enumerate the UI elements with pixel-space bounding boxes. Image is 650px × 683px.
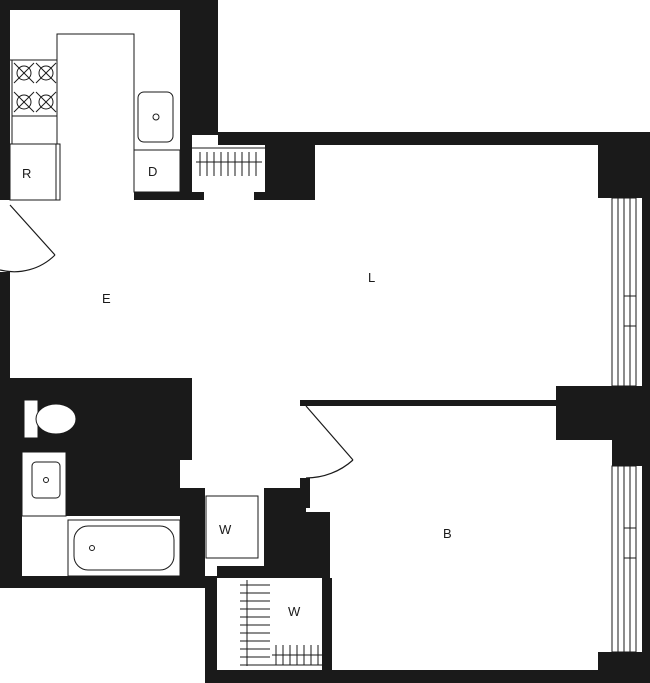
wall-closet-top xyxy=(217,566,322,578)
wall-left-top xyxy=(0,0,10,200)
kitchen-counter xyxy=(56,33,135,192)
sink xyxy=(137,91,174,143)
wall-left-mid xyxy=(0,272,10,382)
dishwasher-label: D xyxy=(148,164,157,179)
coat-closet-rod xyxy=(192,147,265,176)
wall-left-lower xyxy=(0,382,10,588)
wall-kitchen-top xyxy=(0,0,218,10)
pillar-right-top xyxy=(598,132,650,198)
living-label: L xyxy=(368,270,375,285)
dishwasher xyxy=(133,149,181,193)
refrigerator xyxy=(9,143,61,201)
wall-wd-right xyxy=(264,488,306,578)
washer-dryer-closet: W xyxy=(205,495,259,559)
wall-closet-left xyxy=(205,576,217,683)
wall-stub-2 xyxy=(254,192,274,200)
bedroom-label: B xyxy=(443,526,452,541)
wall-wd-left xyxy=(192,488,202,566)
wall-wd-stub xyxy=(300,478,310,508)
wall-bottom xyxy=(205,670,650,683)
tub-drain-icon xyxy=(89,545,95,551)
wall-kitchen-bottom xyxy=(134,192,192,200)
stove-burners-icon xyxy=(13,62,57,113)
wall-kitchen-right-lower xyxy=(180,135,192,195)
vanity-sink xyxy=(31,461,61,499)
wall-kitchen-right xyxy=(180,0,218,135)
wall-bath-bottom xyxy=(0,576,205,588)
entry-label: E xyxy=(102,291,111,306)
wall-bath-right xyxy=(180,378,192,460)
wall-bath-left xyxy=(10,378,22,588)
pillar-right-mid-2 xyxy=(612,386,650,466)
windows-right xyxy=(611,197,637,653)
walk-in-closet-label: W xyxy=(288,604,301,619)
bathtub xyxy=(67,519,181,577)
bathroom xyxy=(21,399,181,577)
washer-dryer xyxy=(205,495,259,559)
walk-in-closet-rods: W xyxy=(240,580,322,666)
wall-stub xyxy=(192,192,204,200)
entry-door xyxy=(0,204,56,273)
kitchen: R D xyxy=(9,33,181,201)
wall-bath-top xyxy=(0,378,192,390)
toilet-bowl xyxy=(35,403,77,435)
wall-living-top xyxy=(218,132,650,145)
wall-partition xyxy=(300,400,560,406)
sink-drain-icon xyxy=(152,113,160,121)
refrigerator-label: R xyxy=(22,166,31,181)
wall-closet-right xyxy=(322,578,332,670)
washer-dryer-label: W xyxy=(219,522,232,537)
bathtub-basin xyxy=(73,525,175,571)
counter-segment xyxy=(11,115,58,145)
bedroom-door xyxy=(305,405,354,479)
pillar-living xyxy=(265,132,315,200)
vanity-drain-icon xyxy=(43,477,49,483)
